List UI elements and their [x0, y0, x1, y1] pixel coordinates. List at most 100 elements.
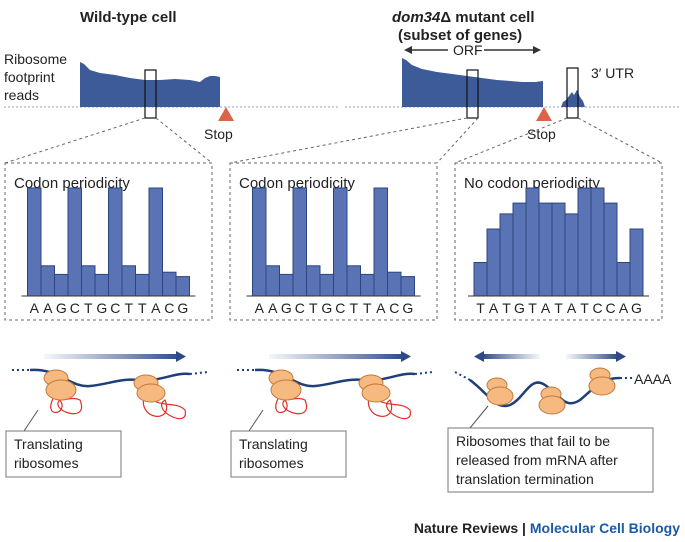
- panel-1-bar-11: [162, 271, 177, 297]
- panel-2-nucleotide-2: A: [268, 300, 278, 316]
- mut-footprint-profile: [402, 58, 543, 107]
- scheme-3-ribosome-1-large: [486, 386, 514, 406]
- panel-3-nucleotide-7: T: [554, 300, 563, 316]
- wt-selection-box: [144, 69, 157, 119]
- scheme-2-ribosome-2-large: [361, 383, 391, 403]
- callout-3-line2: released from mRNA after: [456, 452, 618, 468]
- footprint-label-line1: Ribosome: [4, 51, 67, 67]
- panel-2-bar-10: [373, 187, 388, 297]
- panel-2-nucleotide-1: A: [255, 300, 265, 316]
- callout-1-box: [5, 430, 122, 478]
- mutant-heading: dom34Δ mutant cell: [392, 9, 535, 26]
- panel-1-bar-10: [148, 187, 163, 297]
- panel-1-bar-3: [54, 273, 69, 297]
- panel-3-bar-2: [486, 228, 501, 297]
- panel-3-nucleotide-6: A: [541, 300, 551, 316]
- panel-3-nucleotide-10: C: [592, 300, 602, 316]
- wt-connector-left: [4, 117, 146, 164]
- mut-utr-selection-box: [566, 67, 579, 119]
- panel-1-bar-9: [135, 273, 150, 297]
- panel-3-bar-3: [499, 213, 514, 297]
- scheme-2-ribosome-1-large: [270, 379, 302, 401]
- orf-label: ORF: [453, 42, 483, 58]
- footer-section: Molecular Cell Biology: [530, 520, 680, 536]
- panel-2-nucleotide-6: G: [321, 300, 332, 316]
- panel-1-bar-7: [108, 187, 123, 297]
- panel-3-nucleotide-4: G: [514, 300, 525, 316]
- scheme-3-right-bar: [566, 354, 618, 359]
- callout-2-line1: Translating: [239, 436, 308, 452]
- utr-connector-left: [454, 117, 568, 164]
- panel-1-bar-5: [81, 265, 96, 297]
- scheme-3-mrna-5prime: [454, 371, 471, 381]
- scheme-1-direction-bar: [44, 354, 180, 359]
- orf-arrow-right-head: [533, 46, 541, 54]
- scheme-2-direction-bar: [269, 354, 405, 359]
- panel-3-nucleotide-11: C: [605, 300, 615, 316]
- callout-3-line3: translation termination: [456, 471, 594, 487]
- panel-1-bar-12: [175, 276, 190, 297]
- panel-2-nucleotide-5: T: [309, 300, 318, 316]
- panel-3-nucleotide-2: A: [489, 300, 499, 316]
- panel-2-bar-9: [360, 273, 375, 297]
- panel-1-nucleotide-12: G: [177, 300, 188, 316]
- panel-2-bar-7: [333, 187, 348, 297]
- panel-3-bar-12: [616, 262, 631, 297]
- panel-2-bar-11: [387, 271, 402, 297]
- panel-3-frame: [454, 162, 663, 321]
- callout-1-line2: ribosomes: [14, 455, 79, 471]
- panel-3-bar-11: [603, 202, 618, 297]
- mutant-delta: Δ: [440, 9, 451, 26]
- panel-3-nucleotide-1: T: [476, 300, 485, 316]
- panel-1-nucleotide-8: T: [125, 300, 134, 316]
- scheme-1-mrna-3prime: [189, 371, 209, 375]
- panel-3-bar-4: [512, 202, 527, 297]
- scheme-2-nascent-chain-2: [367, 393, 411, 420]
- panel-3-bar-6: [538, 202, 553, 297]
- mut-connector-left: [229, 117, 468, 164]
- footprint-label-line3: reads: [4, 87, 39, 103]
- footer-credit: Nature Reviews | Molecular Cell Biology: [414, 520, 680, 536]
- panel-1-nucleotide-3: G: [56, 300, 67, 316]
- panel-1-nucleotide-2: A: [43, 300, 53, 316]
- panel-3-nucleotide-8: A: [567, 300, 577, 316]
- callout-3-line1: Ribosomes that fail to be: [456, 433, 610, 449]
- panel-3-bar-7: [551, 202, 566, 297]
- panel-2-bar-4: [292, 187, 307, 297]
- mutant-gene-name: dom34: [392, 9, 441, 26]
- panel-3-nucleotide-5: T: [528, 300, 537, 316]
- panel-3-bar-13: [629, 228, 644, 297]
- mutant-heading-rest: mutant cell: [451, 9, 534, 26]
- scheme-3-left-bar: [482, 354, 540, 359]
- panel-1-nucleotide-5: T: [84, 300, 93, 316]
- scheme-1-nascent-chain-2: [142, 393, 186, 420]
- scheme-1-arrowhead: [176, 351, 186, 362]
- panel-1-nucleotide-7: C: [110, 300, 120, 316]
- scheme-1-ribosome-1-large: [45, 379, 77, 401]
- panel-2-frame: [229, 162, 438, 321]
- callout-2-pointer: [248, 409, 264, 432]
- mut-stop-label: Stop: [527, 126, 556, 142]
- panel-3-bar-10: [590, 187, 605, 297]
- wild-type-heading: Wild-type cell: [80, 9, 177, 26]
- panel-2-nucleotide-10: A: [376, 300, 386, 316]
- poly-a-tail-label: AAAA: [634, 371, 672, 387]
- panel-1-nucleotide-10: A: [151, 300, 161, 316]
- wt-stop-label: Stop: [204, 126, 233, 142]
- panel-2-bar-2: [265, 265, 280, 297]
- panel-1-title: Codon periodicity: [14, 175, 130, 192]
- panel-3-bar-1: [473, 262, 488, 297]
- panel-1-bar-6: [94, 273, 109, 297]
- footer-separator: |: [518, 520, 530, 536]
- scheme-2-mrna-3prime: [414, 371, 434, 375]
- panel-3-title: No codon periodicity: [464, 175, 600, 192]
- panel-1-nucleotide-11: C: [164, 300, 174, 316]
- panel-1-nucleotide-9: T: [138, 300, 147, 316]
- scheme-3-ribosome-2-large: [538, 395, 566, 415]
- panel-1-bar-1: [27, 187, 42, 297]
- scheme-3-left-arrowhead: [474, 351, 484, 362]
- scheme-3-ribosome-3-large: [588, 376, 616, 396]
